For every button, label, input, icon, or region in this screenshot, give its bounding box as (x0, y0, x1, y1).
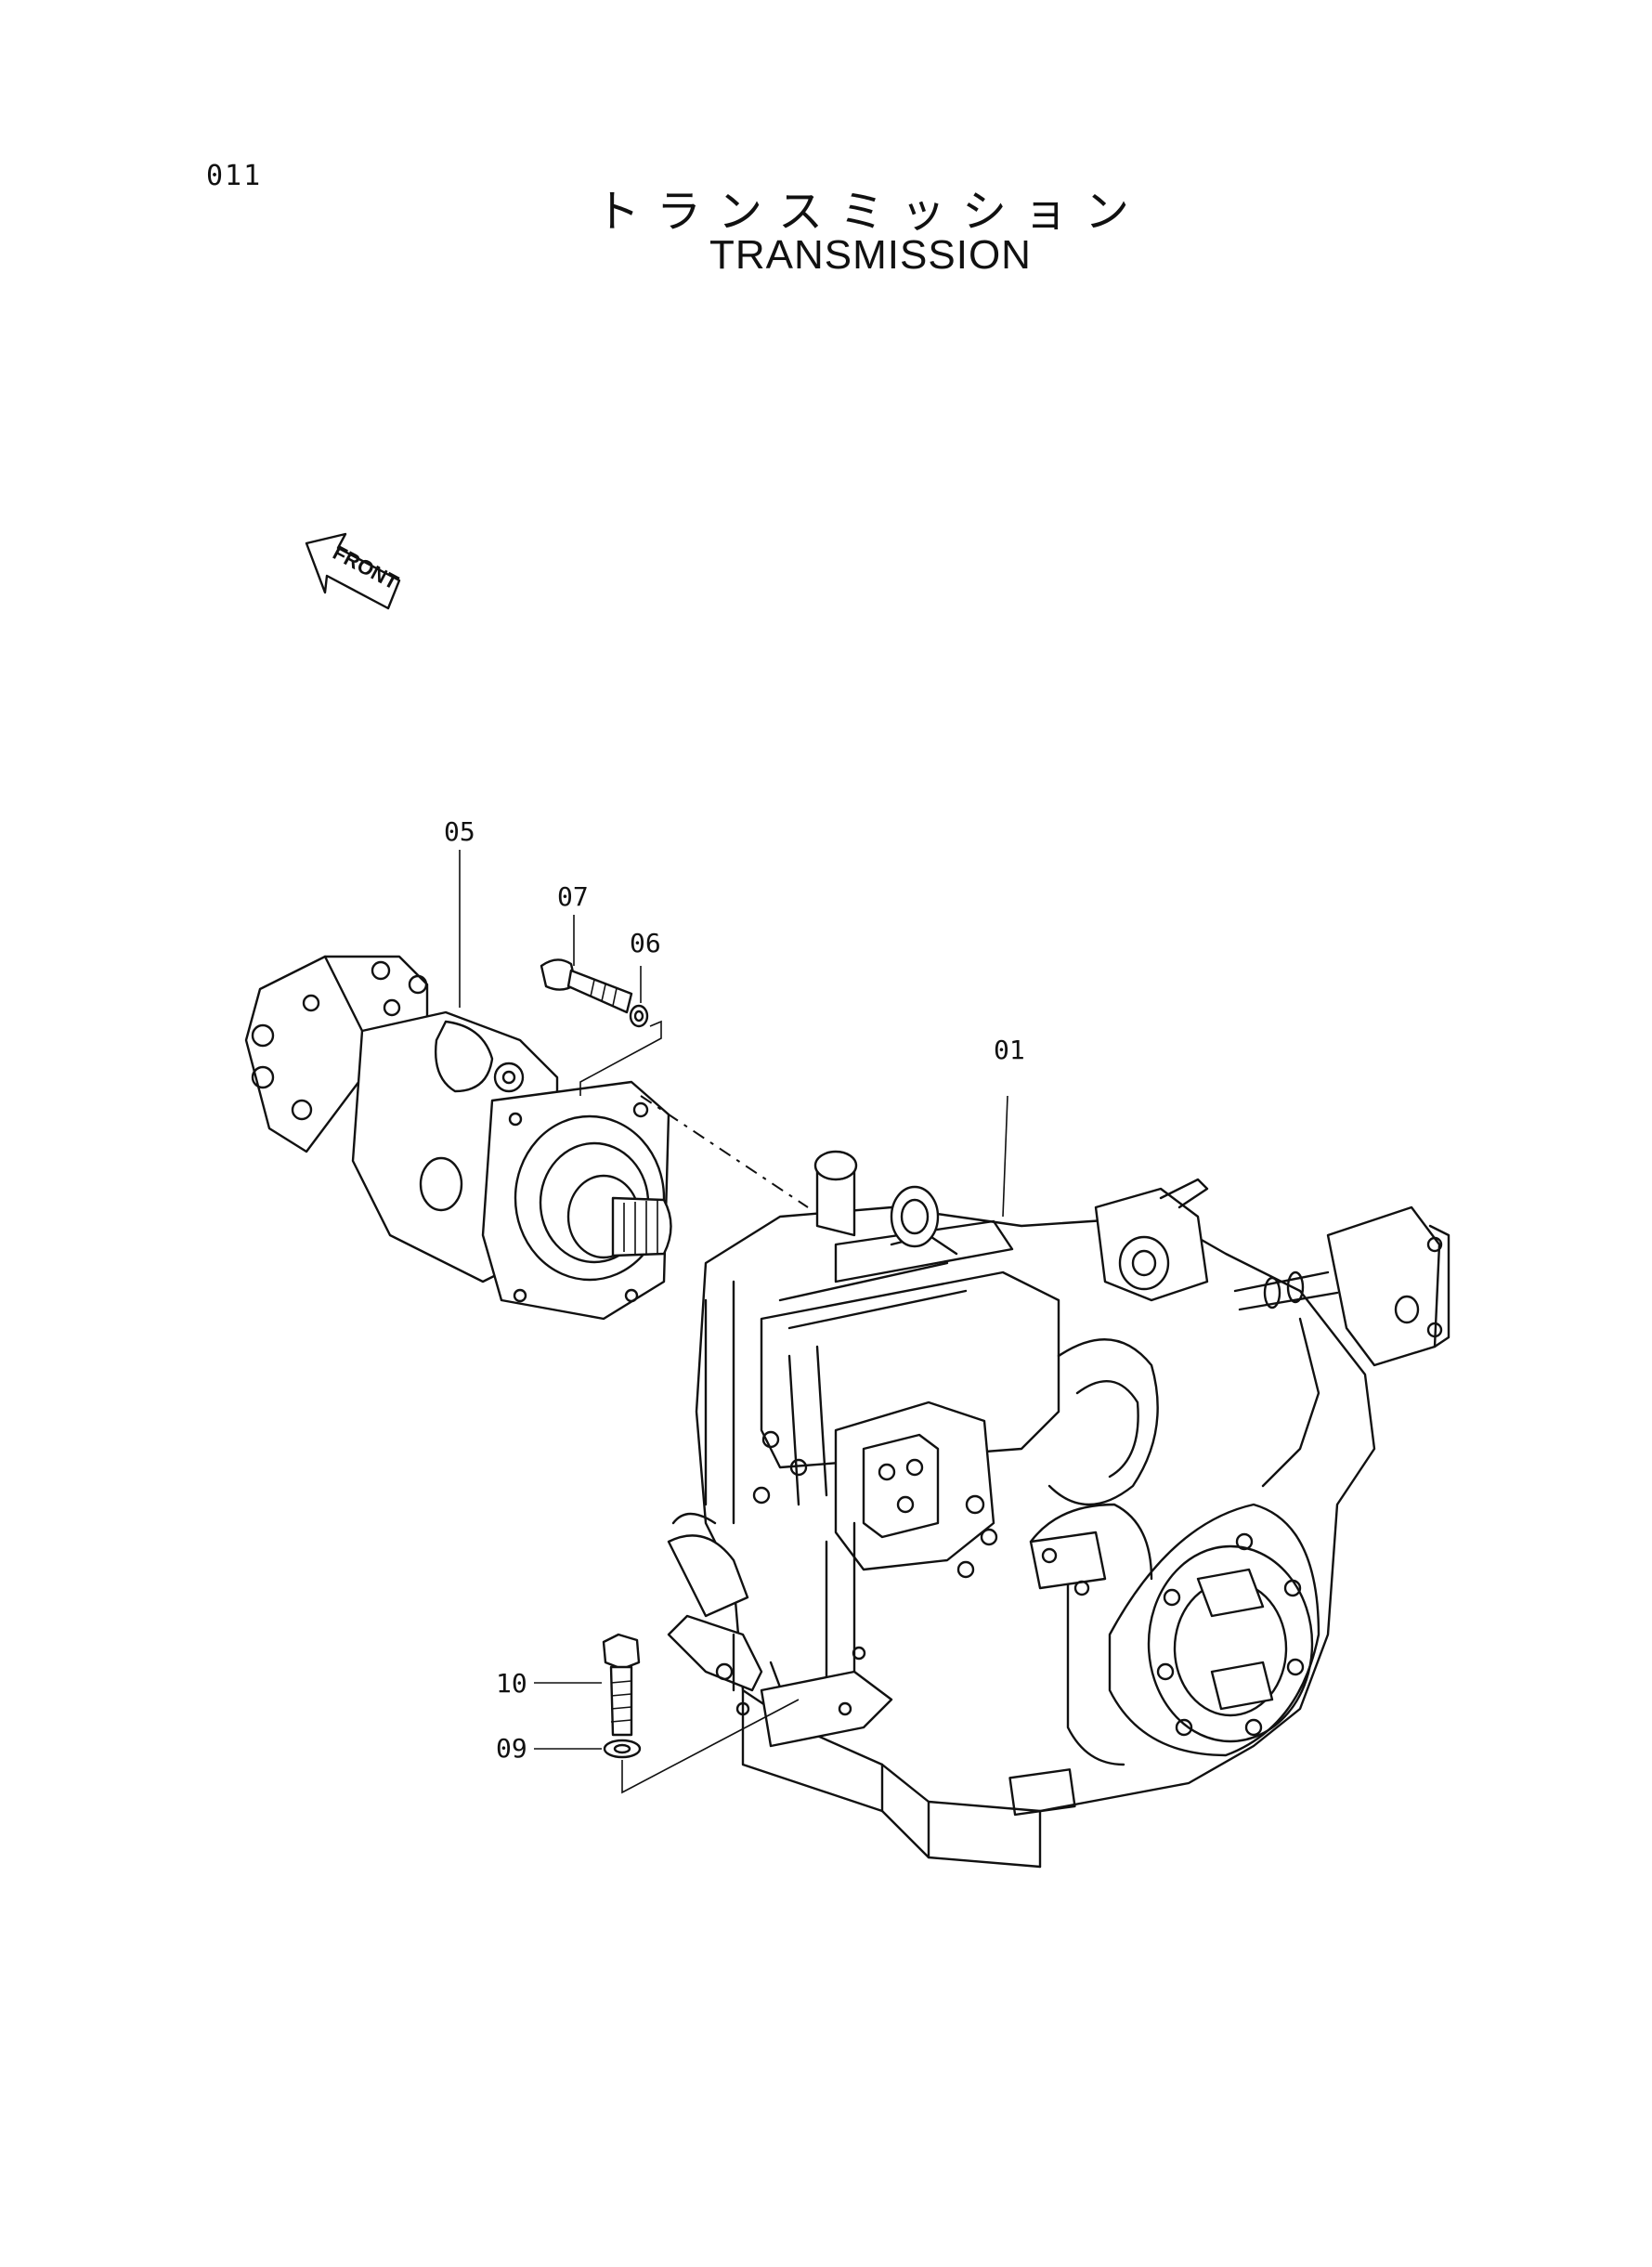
front-arrow-icon: FRONT (305, 532, 403, 610)
page-code: 011 (206, 160, 263, 192)
title-english: TRANSMISSION (709, 232, 1032, 278)
callout-06: 06 (630, 928, 661, 958)
hydraulic-motor (244, 955, 672, 1321)
callout-10: 10 (496, 1668, 527, 1699)
bolt-10 (602, 1633, 641, 1737)
leader-lines (459, 850, 1008, 1794)
callout-09: 09 (496, 1733, 527, 1764)
callout-01: 01 (994, 1035, 1025, 1065)
washer-06 (629, 1004, 649, 1028)
washer-09 (603, 1739, 642, 1759)
callout-05: 05 (444, 816, 475, 847)
transmission-body (667, 1150, 1450, 1869)
callout-07: 07 (557, 881, 589, 912)
title-japanese: トランスミッション (594, 186, 1147, 238)
bolt-07 (540, 958, 633, 1014)
